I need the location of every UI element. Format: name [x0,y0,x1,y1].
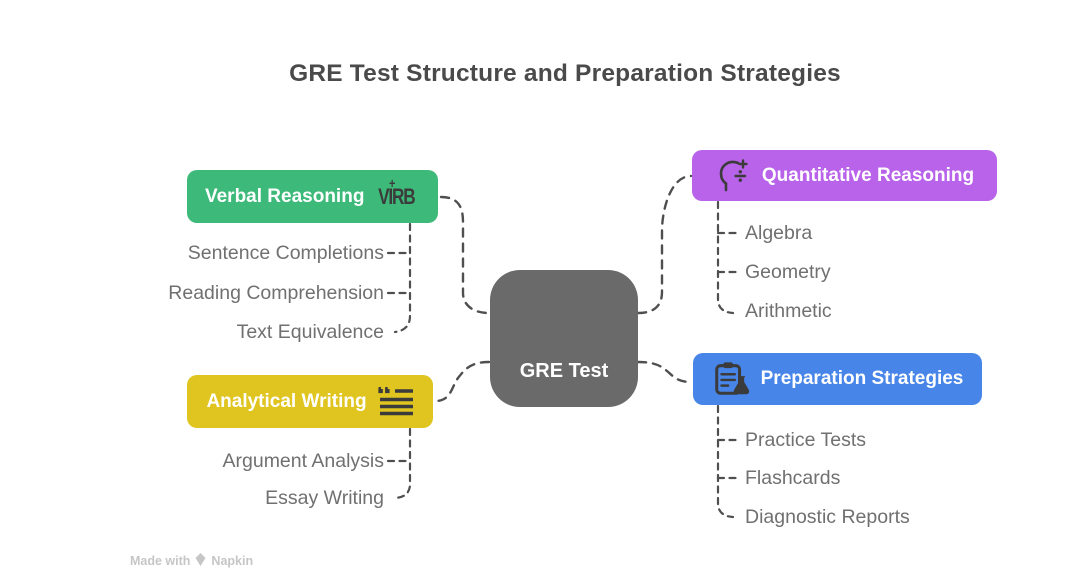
connector-analytical-children [393,427,412,500]
node-preparation-label: Preparation Strategies [760,368,964,389]
leaf-algebra[interactable]: Algebra [745,222,813,244]
leaf-flashcards[interactable]: Flashcards [745,467,841,489]
node-gre-test-center[interactable]: GRE Test [490,270,638,407]
leaf-sentence-completions[interactable]: Sentence Completions [187,242,384,264]
math-head-icon [715,157,751,195]
leaf-geometry[interactable]: Geometry [745,261,831,283]
connector-quantitative-children [716,200,735,315]
node-analytical-label: Analytical Writing [206,390,367,412]
node-verbal-reasoning[interactable]: Verbal Reasoning VIRB+ [187,170,438,223]
diagram-title: GRE Test Structure and Preparation Strat… [289,60,841,87]
leaf-arithmetic[interactable]: Arithmetic [745,300,832,322]
node-preparation-strategies[interactable]: Preparation Strategies [693,353,982,405]
quote-lines-icon: “ [378,387,414,417]
verb-icon: VIRB+ [378,174,416,209]
node-quantitative-label: Quantitative Reasoning [761,164,975,186]
leaf-reading-comprehension[interactable]: Reading Comprehension [168,282,384,304]
center-node-label: GRE Test [519,360,609,382]
connector-preparation-children [716,404,735,519]
leaf-practice-tests[interactable]: Practice Tests [745,429,867,451]
connector-verbal-children [393,222,412,334]
clipboard-flask-icon [712,360,750,398]
leaf-diagnostic-reports[interactable]: Diagnostic Reports [745,506,910,528]
node-quantitative-reasoning[interactable]: Quantitative Reasoning [692,150,997,201]
napkin-logo-icon [195,553,206,569]
connector-center-preparation [636,360,694,384]
connector-center-verbal [439,195,491,315]
node-verbal-label: Verbal Reasoning [204,185,365,207]
napkin-watermark[interactable]: Made with Napkin [130,553,253,569]
leaf-argument-analysis[interactable]: Argument Analysis [222,450,385,472]
watermark-brand: Napkin [211,554,254,568]
connector-center-quantitative [636,174,693,315]
connector-center-analytical [433,360,491,403]
watermark-made-with: Made with [130,554,191,568]
node-analytical-writing[interactable]: Analytical Writing “ [187,375,433,428]
leaf-essay-writing[interactable]: Essay Writing [265,487,384,509]
leaf-text-equivalence[interactable]: Text Equivalence [236,321,384,343]
